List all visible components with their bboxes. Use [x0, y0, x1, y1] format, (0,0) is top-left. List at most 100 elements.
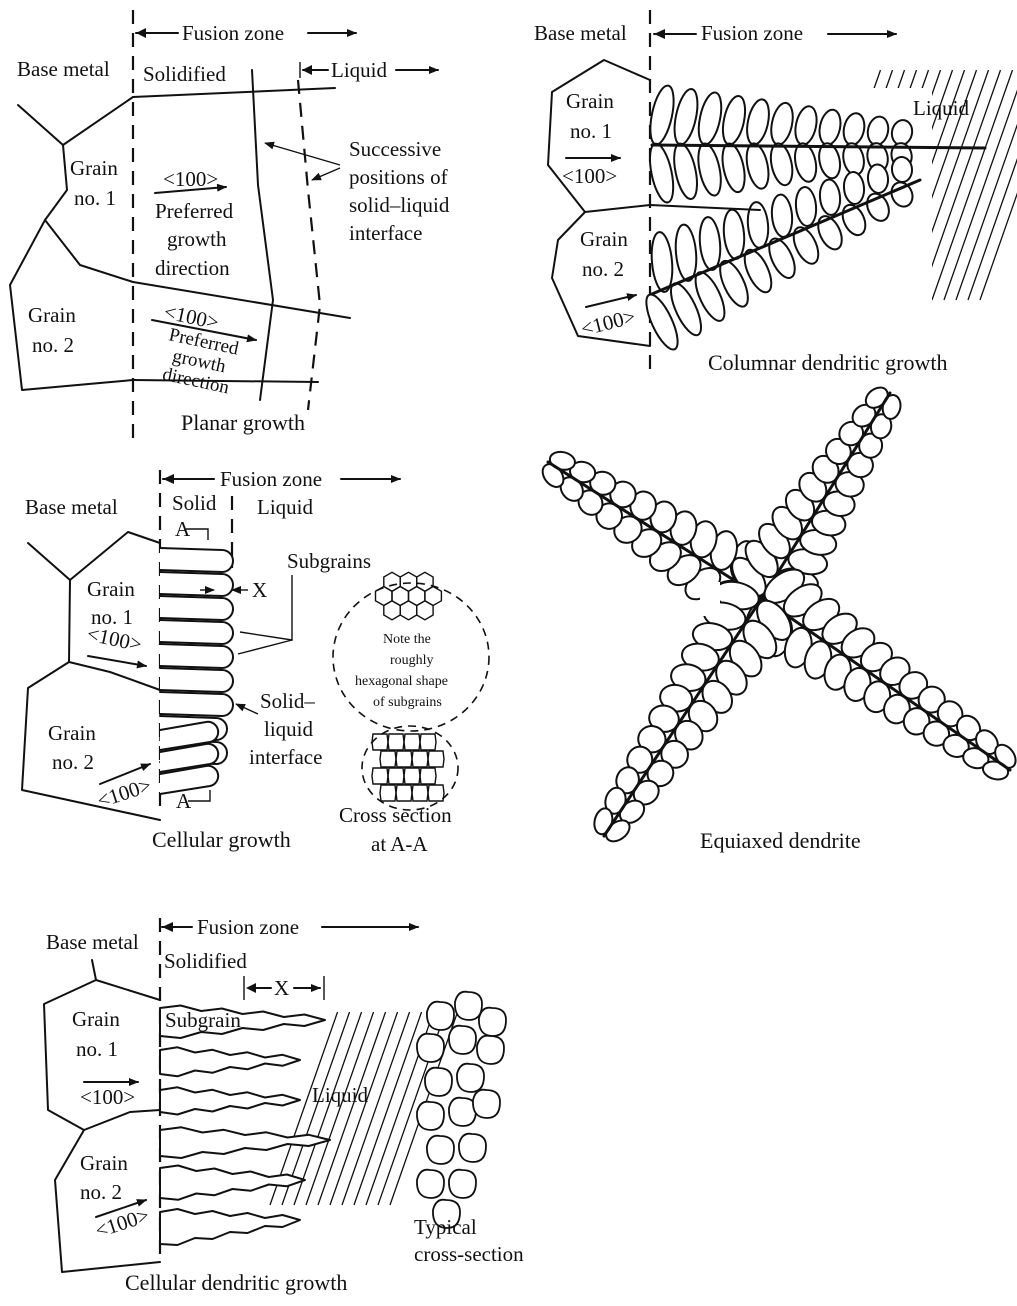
elongated-cell [372, 734, 388, 750]
cellular-dendrite [160, 1087, 300, 1114]
elongated-cell [404, 734, 420, 750]
successive-pointer-1 [265, 143, 340, 165]
solidified-label: Solidified [164, 949, 247, 973]
cross-section-cell [449, 1098, 476, 1126]
solid-liquid-interface-2 [298, 80, 320, 410]
subgrain-cell [160, 644, 233, 668]
elongated-cell [404, 768, 420, 784]
columnar-caption: Columnar dendritic growth [708, 350, 948, 375]
cross-section-cell [425, 1068, 452, 1096]
direction-grain1-label: <100> [85, 621, 144, 656]
hexagon-cell [400, 601, 417, 620]
grain2-label-line2: no. 2 [80, 1180, 122, 1204]
successive-pointer-2 [312, 168, 340, 180]
grain-boundary-middle [585, 205, 650, 212]
direction-grain2-label: <100> [578, 304, 637, 341]
equiaxed-dendrite-panel: Equiaxed dendrite [538, 383, 1017, 853]
cellular-dendrite [160, 1127, 330, 1158]
planar-caption: Planar growth [181, 410, 305, 435]
cross-section-line2: at A-A [371, 832, 428, 856]
cellular-dendritic-panel: Fusion zone Base metal Solidified X Subg… [44, 915, 524, 1295]
cellular-dendrites [160, 1006, 330, 1246]
elongated-cell [412, 785, 428, 801]
x-mark: X [274, 976, 289, 1000]
cross-section-cell [417, 1170, 444, 1198]
direction-grain2-label: <100> [94, 773, 154, 813]
fusion-zone-label: Fusion zone [182, 21, 284, 45]
interface-line3: interface [249, 745, 322, 769]
grain1-label-line1: Grain [87, 577, 135, 601]
elongated-cell [420, 734, 436, 750]
successive-line4: interface [349, 221, 422, 245]
interface-line2: liquid [264, 717, 314, 741]
cross-section-cell [477, 1036, 504, 1064]
grain1-label-line1: Grain [72, 1007, 120, 1031]
preferred-upper-line3: direction [155, 256, 230, 280]
grain-boundary-upper [96, 980, 160, 1000]
equiaxed-arm-lobe-stem [604, 598, 762, 836]
typical-cross-section-cells [417, 992, 506, 1228]
equiaxed-arm-lobe-stem [762, 598, 1010, 770]
equiaxed-dendrite-drawing [538, 383, 1017, 845]
grain2-label-line1: Grain [28, 303, 76, 327]
elongated-cell [420, 768, 436, 784]
hexagonal-subgrains [376, 572, 442, 620]
grain2-label-line1: Grain [580, 227, 628, 251]
columnar-dendritic-panel: Base metal Fusion zone Liquid Grain no. … [534, 10, 1017, 375]
note-line3: hexagonal shape [355, 674, 448, 689]
base-metal-label: Base metal [25, 495, 118, 519]
grain-boundary-upper [70, 532, 160, 580]
grain2-label-line1: Grain [48, 721, 96, 745]
grain1-label-line2: no. 1 [570, 119, 612, 143]
elongated-cell [428, 785, 444, 801]
interface-line1: Solid– [260, 689, 315, 713]
grain2-label-line2: no. 2 [582, 257, 624, 281]
cross-section-cell [417, 1034, 444, 1062]
x-mark: X [252, 578, 267, 602]
hexagon-cell [417, 601, 433, 620]
solid-label: Solid [172, 491, 217, 515]
equiaxed-caption: Equiaxed dendrite [700, 828, 861, 853]
cellular-subgrains [160, 548, 233, 794]
liquid-label: Liquid [913, 96, 969, 120]
elongated-cell [428, 751, 444, 767]
grain2-label-line2: no. 2 [52, 750, 94, 774]
cellular-caption: Cellular growth [152, 827, 291, 852]
cross-section-line1: Cross section [339, 803, 452, 827]
grain1-label-line2: no. 1 [76, 1037, 118, 1061]
liquid-label: Liquid [331, 58, 387, 82]
direction-grain1-label: <100> [562, 164, 617, 188]
grain2-label-line1: Grain [80, 1151, 128, 1175]
successive-line1: Successive [349, 137, 441, 161]
grain-boundary-middle [84, 1110, 160, 1130]
elongated-cell [412, 751, 428, 767]
cross-section-cell [449, 1170, 476, 1198]
preferred-upper-line1: Preferred [155, 199, 234, 223]
grain1-top-boundary [133, 88, 335, 97]
subgrain-cell [160, 620, 233, 644]
liquid-label: Liquid [257, 495, 313, 519]
cellular-dendrite [160, 1166, 305, 1200]
subgrain-cell [160, 548, 233, 572]
base-metal-label: Base metal [17, 57, 110, 81]
grain1-label-line1: Grain [566, 89, 614, 113]
grain1-label-line2: no. 1 [74, 186, 116, 210]
subgrain-cell [160, 572, 233, 596]
elongated-cell [396, 785, 412, 801]
cross-section-cell [427, 1002, 454, 1030]
cross-section-cell [479, 1008, 506, 1036]
cross-section-cell [427, 1136, 454, 1164]
cross-section-cell [459, 1134, 486, 1162]
preferred-upper-line2: growth [167, 227, 227, 251]
cellular-dendrite [160, 1047, 300, 1076]
base-metal-label: Base metal [46, 930, 139, 954]
subgrain-cell [160, 692, 233, 716]
liquid-label: Liquid [312, 1083, 368, 1107]
hexagon-cell [384, 601, 400, 620]
subgrains-label: Subgrains [287, 549, 371, 573]
cross-section-cell [455, 992, 482, 1020]
cross-section-cell [473, 1090, 500, 1118]
grain1-label-line1: Grain [70, 156, 118, 180]
grain-boundary-middle [45, 220, 133, 282]
typical-line2: cross-section [414, 1242, 524, 1266]
